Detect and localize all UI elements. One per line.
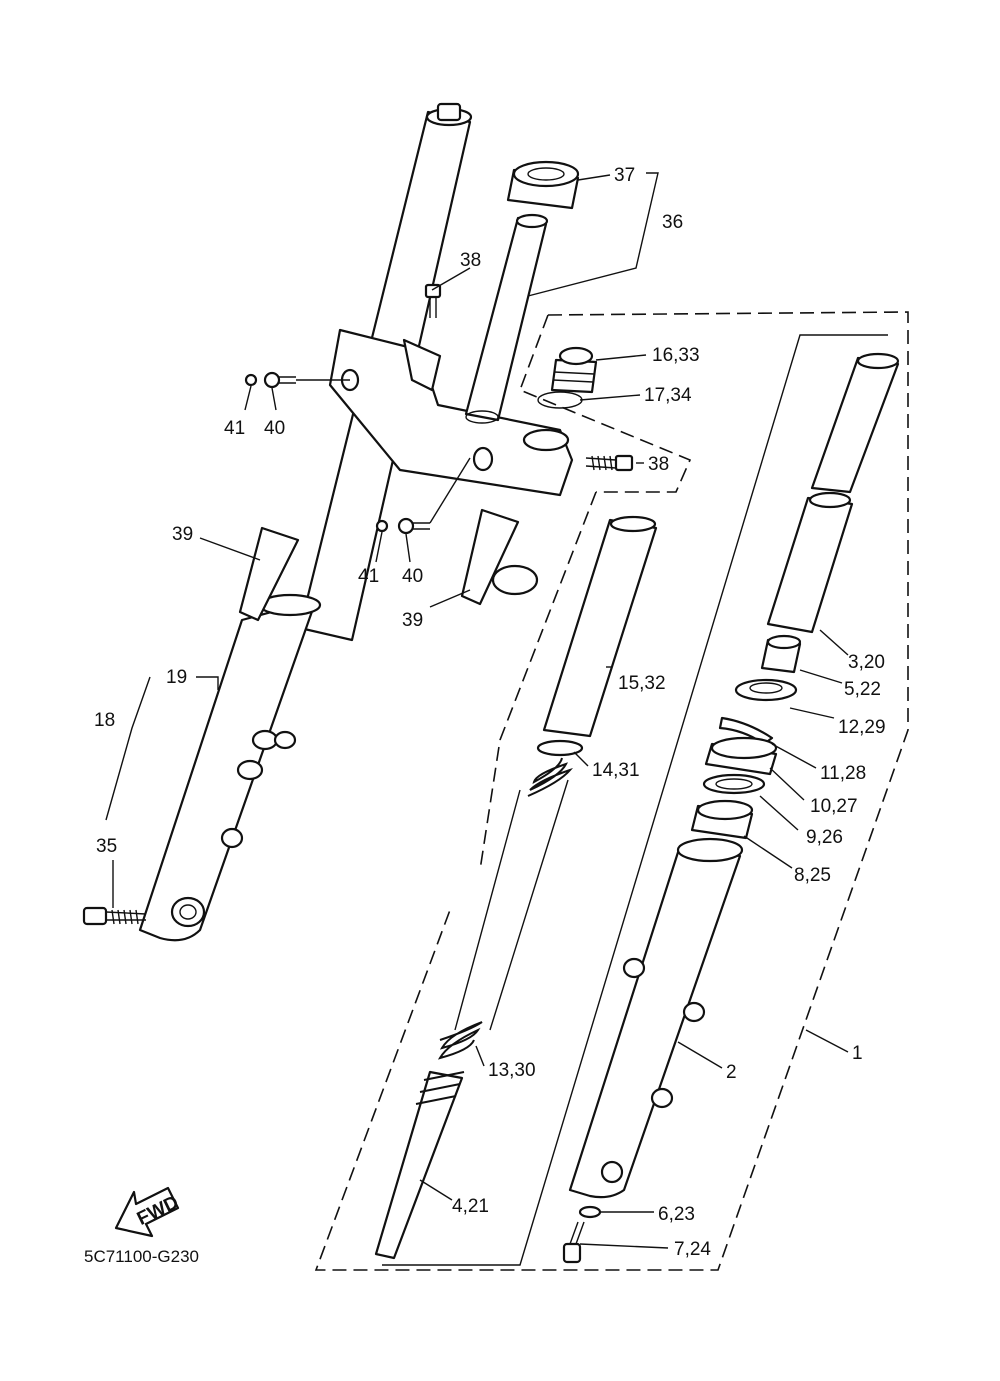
left-fork-assembly [138,102,473,942]
callout-14-31: 14,31 [592,760,640,781]
bolt-7 [562,1221,585,1264]
callout-9-26: 9,26 [806,827,843,848]
callout-36: 36 [662,212,683,233]
bearing-37 [506,160,580,210]
callout-38-upper: 38 [460,250,481,271]
callout-18: 18 [94,710,115,731]
upper-spring [527,757,574,797]
steering-stem [464,213,549,424]
diagram-code: 5C71100-G230 [84,1247,199,1266]
callout-4-21: 4,21 [452,1196,489,1217]
callout-15-32: 15,32 [618,673,666,694]
fork-spring-15 [542,515,658,738]
bushing-8 [690,799,754,840]
callout-13-30: 13,30 [488,1060,536,1081]
under-bracket [328,328,574,497]
callout-37: 37 [614,165,635,186]
callout-labels: 37 36 38 16,33 17,34 38 41 40 41 40 39 3… [94,165,886,1260]
slide-bushing-5 [760,634,802,674]
fwd-arrow-icon: FWD [114,1186,182,1238]
callout-3-20: 3,20 [848,652,885,673]
fender-bracket-right [460,508,539,606]
callout-41-upper: 41 [224,418,245,439]
washer-9 [702,773,766,795]
cap-bolt-16 [550,346,598,394]
callout-35: 35 [96,836,117,857]
callout-38-lower: 38 [648,454,669,475]
callout-11-28: 11,28 [820,763,866,784]
callout-6-23: 6,23 [658,1204,695,1225]
callout-12-29: 12,29 [838,717,886,738]
damper-rod-4 [374,1070,465,1260]
assembly-boundaries [314,311,909,1271]
spacer-14 [536,739,584,757]
callout-19: 19 [166,667,187,688]
callout-10-27: 10,27 [810,796,858,817]
callout-1: 1 [852,1043,863,1064]
left-fender-bracket [238,526,300,622]
spring-outline [454,779,569,1031]
leader-lines [105,172,888,1266]
callout-41-lower: 41 [358,566,379,587]
callout-16-33: 16,33 [652,345,700,366]
callout-7-24: 7,24 [674,1239,711,1260]
callout-8-25: 8,25 [794,865,831,886]
bolt-40-upper [244,371,296,389]
oil-seal-10 [704,736,778,776]
bolt-40-lower [375,517,430,535]
bolt-35 [82,906,147,926]
callout-17-34: 17,34 [644,385,692,406]
washer-6 [578,1205,602,1219]
fork-tube-3 [766,352,900,634]
left-outer-tube [138,598,318,942]
callout-40-lower: 40 [402,566,423,587]
callout-5-22: 5,22 [844,679,881,700]
seat-12 [734,678,798,702]
callout-2: 2 [726,1062,737,1083]
callout-40-upper: 40 [264,418,285,439]
callout-39-right: 39 [402,610,423,631]
rebound-spring-13 [437,1021,483,1060]
callout-39-left: 39 [172,524,193,545]
outer-tube-2 [568,837,744,1199]
screw-38-lower [585,454,634,472]
